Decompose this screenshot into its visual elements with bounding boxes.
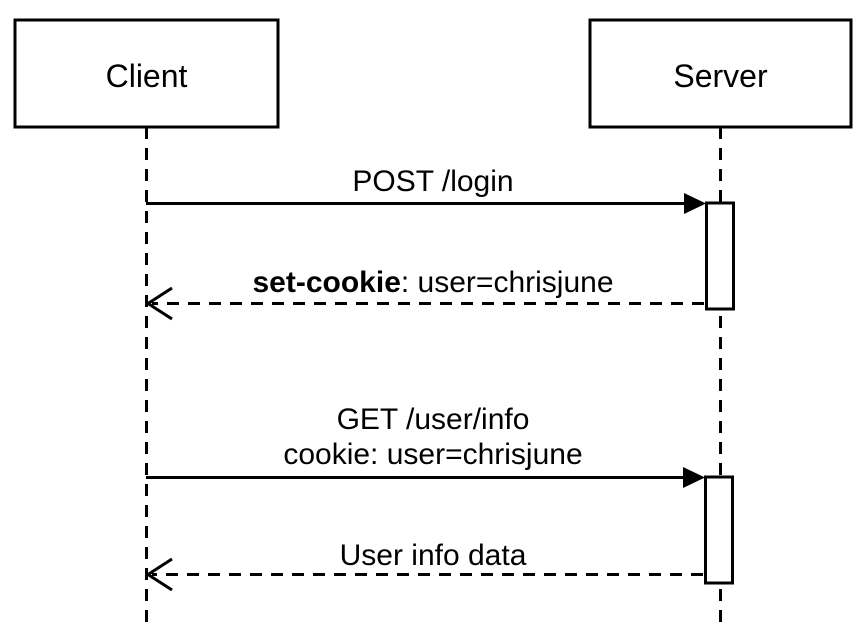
- server-actor-box: [588, 18, 853, 129]
- client-actor-box: [13, 18, 280, 129]
- server-actor-label: Server: [673, 58, 768, 94]
- open-arrowhead-icon: [145, 557, 173, 592]
- message-label-user-info-data: User info data: [340, 539, 527, 572]
- message-label-get-user-info-line1: GET /user/info: [337, 403, 530, 436]
- message-label-set-cookie: set-cookie: user=chrisjune: [253, 266, 614, 299]
- message-label-set-cookie-rest: : user=chrisjune: [401, 266, 614, 299]
- filled-arrowhead-icon: [683, 467, 705, 488]
- message-label-set-cookie-bold: set-cookie: [253, 266, 401, 299]
- open-arrowhead-icon: [145, 286, 173, 321]
- server-activation-bar-1: [705, 201, 735, 311]
- client-actor-label: Client: [106, 58, 188, 94]
- filled-arrowhead-icon: [684, 193, 706, 214]
- server-activation-bar-2: [704, 475, 734, 585]
- message-label-get-user-info-line2: cookie: user=chrisjune: [283, 438, 582, 471]
- message-label-post-login: POST /login: [352, 165, 513, 198]
